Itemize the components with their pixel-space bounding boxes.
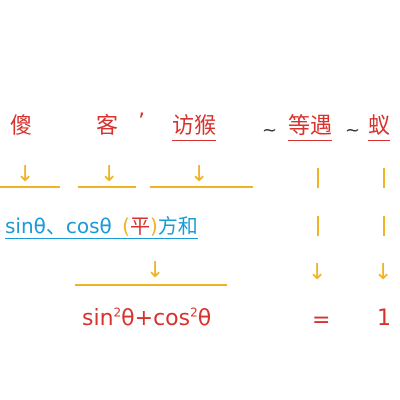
square-exponent: 2 (190, 305, 198, 320)
connector-line-2 (78, 186, 136, 188)
identity-formula: sin2θ+cos2θ (82, 305, 212, 331)
square-exponent: 2 (113, 305, 122, 320)
one-value: 1 (377, 306, 391, 331)
vertical-bar (317, 216, 319, 236)
char-dengyu: 等遇 (288, 114, 333, 141)
apostrophe: ’ (138, 110, 145, 135)
char-yi: 蚁 (368, 114, 391, 141)
equals-sign: = (312, 308, 331, 333)
fanghe-text: 方和 (157, 214, 198, 238)
theta-plus-cos-text: θ+cos (121, 306, 191, 331)
tilde-1: ~ (262, 120, 278, 141)
vertical-bar (317, 168, 319, 188)
char-ke: 客 (96, 114, 119, 139)
arrow-down-icon: ↓ (146, 258, 165, 283)
sin-cos-text: sinθ、cosθ (5, 214, 112, 238)
tilde-2: ~ (345, 120, 361, 141)
char-fanghou: 访猴 (172, 114, 217, 141)
formula-sin-cos-square-sum: sinθ、cosθ (平)方和 (5, 216, 198, 239)
arrow-down-icon: ↓ (16, 162, 35, 187)
vertical-bar (383, 216, 385, 236)
paren-close: ) (149, 214, 158, 238)
connector-line-3 (150, 186, 253, 188)
connector-line-1 (0, 186, 60, 188)
vertical-bar (383, 168, 385, 188)
connector-line-4 (75, 284, 227, 286)
sin-text: sin (82, 306, 114, 331)
arrow-down-icon: ↓ (308, 260, 327, 285)
char-sha: 傻 (10, 114, 33, 139)
arrow-down-icon: ↓ (374, 260, 393, 285)
paren-open: ( (122, 214, 130, 238)
arrow-down-icon: ↓ (100, 162, 119, 187)
arrow-down-icon: ↓ (190, 162, 209, 187)
theta-text: θ (197, 306, 212, 331)
ping-char: 平 (129, 214, 150, 238)
